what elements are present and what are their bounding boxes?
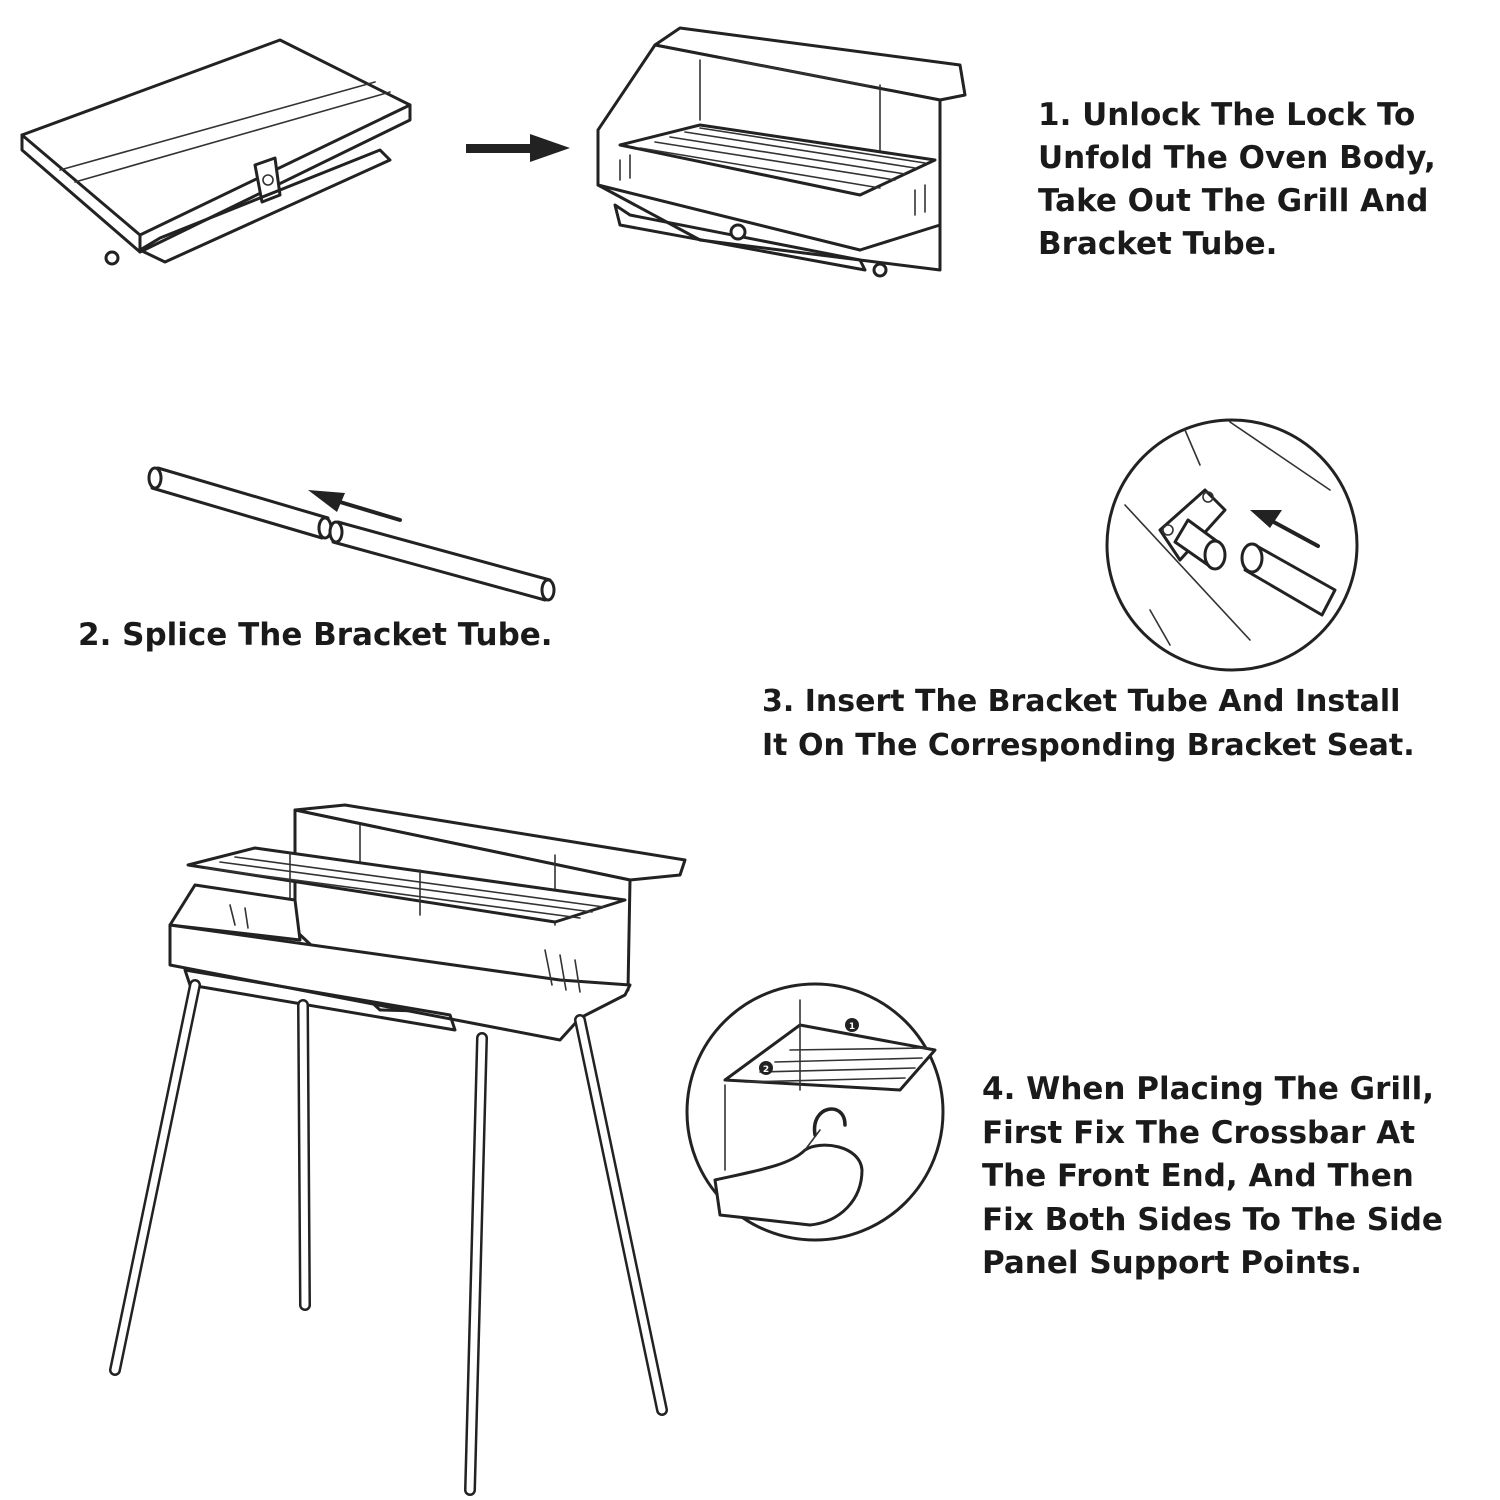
step-3-line: It On The Corresponding Bracket Seat. <box>762 728 1415 763</box>
assembled-grill <box>109 803 687 1496</box>
grill-grate <box>618 123 937 197</box>
step-2-line: 2. Splice The Bracket Tube. <box>78 617 553 653</box>
folded-grill-case <box>20 38 412 266</box>
step1-arrow <box>466 134 570 162</box>
unfolded-grill <box>596 26 967 278</box>
bracket-tube-splice <box>147 466 556 602</box>
step-4-line: First Fix The Crossbar At <box>982 1114 1416 1151</box>
step-4-line: Fix Both Sides To The Side <box>982 1201 1443 1238</box>
grill-legs <box>109 979 668 1496</box>
step-4-line: Panel Support Points. <box>982 1245 1363 1281</box>
step-1-instruction: 1. Unlock The Lock To Unfold The Oven Bo… <box>1038 94 1436 266</box>
step-3-line: 3. Insert The Bracket Tube And Install <box>762 684 1401 719</box>
step-1-line: Bracket Tube. <box>1038 226 1278 262</box>
callout-marker-2-label: 2 <box>763 1065 769 1075</box>
step-1-line: 1. Unlock The Lock To <box>1038 97 1416 133</box>
step-3-instruction: 3. Insert The Bracket Tube And Install I… <box>762 680 1415 768</box>
step-1-line: Unfold The Oven Body, <box>1038 140 1436 176</box>
step-4-line: 4. When Placing The Grill, <box>982 1071 1435 1107</box>
step-2-instruction: 2. Splice The Bracket Tube. <box>78 614 553 657</box>
step-1-line: Take Out The Grill And <box>1038 183 1429 219</box>
step-4-instruction: 4. When Placing The Grill, First Fix The… <box>982 1068 1443 1286</box>
assembled-grill-grate <box>186 846 627 924</box>
grill-placement-detail-callout: 1 2 <box>685 982 945 1242</box>
callout-marker-1: 1 <box>845 1018 859 1032</box>
bracket-seat-detail-callout <box>1105 418 1359 672</box>
callout-marker-1-label: 1 <box>849 1022 855 1032</box>
callout-marker-2: 2 <box>759 1061 773 1075</box>
step-4-line: The Front End, And Then <box>982 1158 1414 1194</box>
